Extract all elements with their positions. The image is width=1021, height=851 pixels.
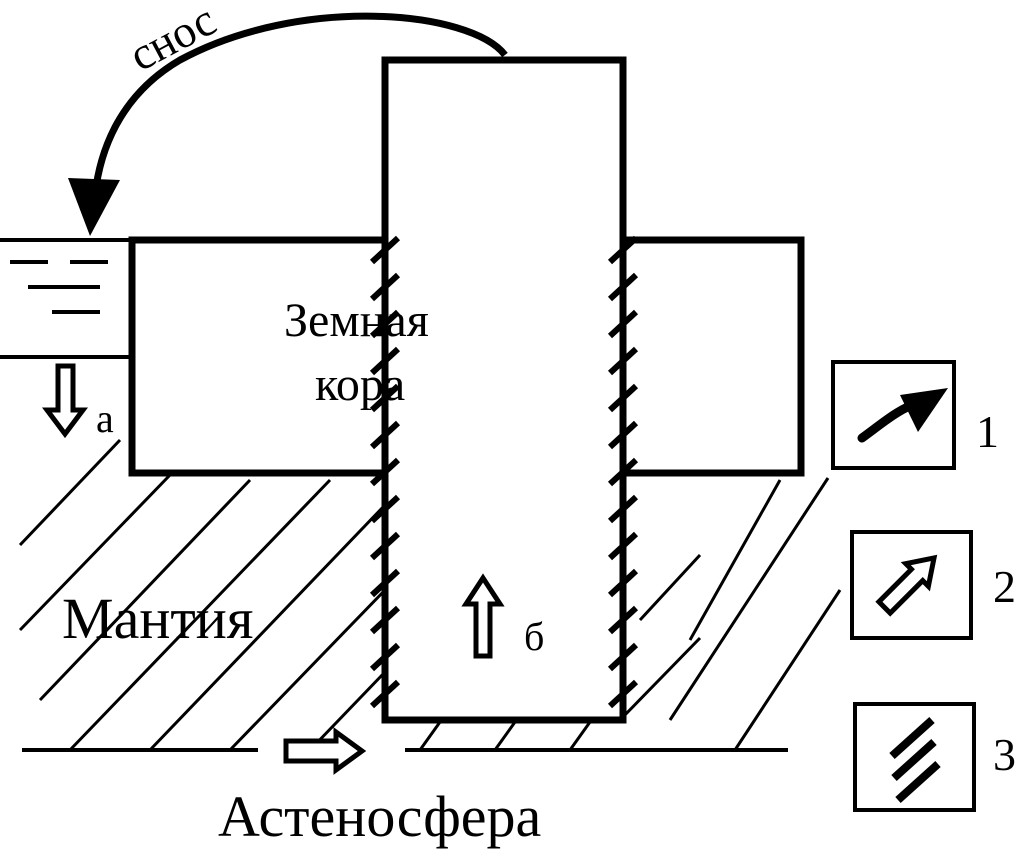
- fault-tick: [369, 605, 401, 635]
- crust-block-right: [619, 236, 805, 477]
- mantle-label: Мантия: [62, 586, 253, 651]
- fault-tick: [607, 605, 639, 635]
- drift-arrow-curve: [91, 12, 508, 196]
- drift-arrowhead: [68, 178, 120, 236]
- fault-tick: [607, 679, 639, 709]
- fault-hatch-icon: [889, 717, 941, 803]
- fault-tick: [607, 494, 639, 524]
- fault-tick: [607, 457, 639, 487]
- fault-tick: [369, 420, 401, 450]
- fault-tick: [369, 272, 401, 302]
- fault-tick: [369, 679, 401, 709]
- crust-label-line2: кора: [315, 358, 405, 411]
- legend-item-3: 3: [853, 702, 1016, 812]
- fault-tick: [607, 420, 639, 450]
- fault-tick: [369, 383, 401, 413]
- fault-tick: [607, 383, 639, 413]
- crust-label-line1: Земная: [284, 294, 429, 347]
- hollow-arrow-icon: [875, 554, 938, 617]
- fault-tick: [369, 494, 401, 524]
- fault-tick: [369, 457, 401, 487]
- uplift-arrow: [461, 573, 505, 659]
- legend: 1 2 3: [831, 360, 1016, 812]
- crust-block-left: [128, 236, 392, 477]
- legend-item-1: 1: [831, 360, 999, 470]
- legend-number-1: 1: [976, 406, 999, 457]
- fault-tick: [369, 235, 401, 265]
- fault-tick: [369, 642, 401, 672]
- mantle-hatching: [18, 438, 842, 752]
- marker-a: а: [96, 396, 114, 441]
- fault-right: [607, 235, 639, 709]
- fault-tick: [369, 346, 401, 376]
- marker-b: б: [524, 614, 544, 659]
- fault-tick: [607, 235, 639, 265]
- fault-tick: [607, 568, 639, 598]
- fault-tick: [607, 309, 639, 339]
- fault-tick: [607, 531, 639, 561]
- legend-number-2: 2: [993, 561, 1016, 612]
- fault-tick: [607, 272, 639, 302]
- fault-tick: [369, 531, 401, 561]
- subsidence-arrow: [42, 363, 88, 439]
- fault-tick: [607, 346, 639, 376]
- fault-left: [369, 235, 401, 709]
- fault-tick: [607, 642, 639, 672]
- sea-water: [0, 238, 132, 359]
- legend-number-3: 3: [993, 729, 1016, 780]
- curved-filled-arrow-icon: [857, 388, 948, 443]
- rising-block: [381, 56, 627, 724]
- fault-tick: [369, 309, 401, 339]
- fault-tick: [369, 568, 401, 598]
- asthenosphere-label: Астеносфера: [218, 784, 541, 849]
- legend-item-2: 2: [850, 530, 1016, 640]
- asthenosphere-flow-arrow: [283, 727, 367, 775]
